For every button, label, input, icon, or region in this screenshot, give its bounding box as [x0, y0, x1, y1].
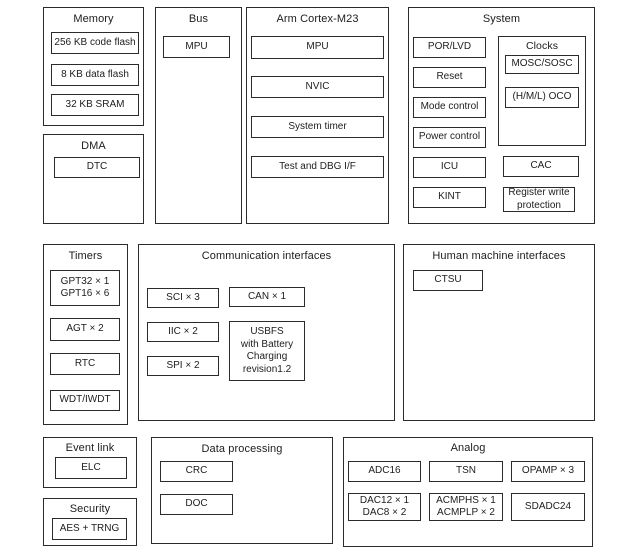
block-human-machine-interfaces: Human machine interfaces CTSU: [403, 244, 595, 421]
block-system: System POR/LVD Reset Mode control Power …: [408, 7, 595, 224]
test-dbg-box: Test and DBG I/F: [251, 156, 384, 178]
usbfs-box: USBFS with Battery Charging revision1.2: [229, 321, 305, 381]
system-title: System: [482, 13, 521, 25]
mode-control-box: Mode control: [413, 97, 486, 118]
gpt-box: GPT32 × 1 GPT16 × 6: [50, 270, 120, 306]
block-dma: DMA DTC: [43, 134, 144, 224]
sci-box: SCI × 3: [147, 288, 219, 308]
block-event-link: Event link ELC: [43, 437, 137, 488]
rtc-box: RTC: [50, 353, 120, 375]
sdadc24-box: SDADC24: [511, 493, 585, 521]
dac-box: DAC12 × 1 DAC8 × 2: [348, 493, 421, 521]
data-flash-box: 8 KB data flash: [51, 64, 139, 86]
block-memory: Memory 256 KB code flash 8 KB data flash…: [43, 7, 144, 126]
dma-title: DMA: [81, 140, 106, 152]
adc16-box: ADC16: [348, 461, 421, 482]
block-data-processing: Data processing CRC DOC: [151, 437, 333, 544]
comm-title: Communication interfaces: [201, 250, 332, 262]
analog-title: Analog: [450, 442, 486, 454]
cortex-title: Arm Cortex-M23: [276, 13, 359, 25]
tsn-box: TSN: [429, 461, 503, 482]
crc-box: CRC: [160, 461, 233, 482]
icu-box: ICU: [413, 157, 486, 178]
block-arm-cortex-m23: Arm Cortex-M23 MPU NVIC System timer Tes…: [246, 7, 389, 224]
block-security: Security AES + TRNG: [43, 498, 137, 546]
memory-title: Memory: [73, 13, 114, 25]
aes-trng-box: AES + TRNG: [52, 518, 127, 540]
wdt-iwdt-box: WDT/IWDT: [50, 390, 120, 411]
data-processing-title: Data processing: [201, 443, 283, 455]
timers-title: Timers: [68, 250, 103, 262]
opamp-box: OPAMP × 3: [511, 461, 585, 482]
block-timers: Timers GPT32 × 1 GPT16 × 6 AGT × 2 RTC W…: [43, 244, 128, 425]
oco-box: (H/M/L) OCO: [505, 87, 579, 108]
cortex-mpu-box: MPU: [251, 36, 384, 59]
bus-title: Bus: [188, 13, 209, 25]
mosc-sosc-box: MOSC/SOSC: [505, 55, 579, 74]
register-write-protection-box: Register write protection: [503, 187, 575, 212]
nvic-box: NVIC: [251, 76, 384, 98]
clocks-title: Clocks: [525, 40, 559, 52]
iic-box: IIC × 2: [147, 322, 219, 342]
system-timer-box: System timer: [251, 116, 384, 138]
doc-box: DOC: [160, 494, 233, 515]
can-box: CAN × 1: [229, 287, 305, 307]
power-control-box: Power control: [413, 127, 486, 148]
reset-box: Reset: [413, 67, 486, 88]
security-title: Security: [69, 503, 111, 515]
spi-box: SPI × 2: [147, 356, 219, 376]
block-bus: Bus MPU: [155, 7, 242, 224]
block-communication-interfaces: Communication interfaces SCI × 3 IIC × 2…: [138, 244, 395, 421]
hmi-title: Human machine interfaces: [432, 250, 566, 262]
acmp-box: ACMPHS × 1 ACMPLP × 2: [429, 493, 503, 521]
sram-box: 32 KB SRAM: [51, 94, 139, 116]
event-link-title: Event link: [65, 442, 115, 454]
block-analog: Analog ADC16 TSN OPAMP × 3 DAC12 × 1 DAC…: [343, 437, 593, 547]
agt-box: AGT × 2: [50, 318, 120, 341]
por-lvd-box: POR/LVD: [413, 37, 486, 58]
clocks-group: Clocks MOSC/SOSC (H/M/L) OCO: [498, 36, 586, 146]
elc-box: ELC: [55, 457, 127, 479]
kint-box: KINT: [413, 187, 486, 208]
cac-box: CAC: [503, 156, 579, 177]
dtc-box: DTC: [54, 157, 140, 178]
code-flash-box: 256 KB code flash: [51, 32, 139, 54]
bus-mpu-box: MPU: [163, 36, 230, 58]
ctsu-box: CTSU: [413, 270, 483, 291]
